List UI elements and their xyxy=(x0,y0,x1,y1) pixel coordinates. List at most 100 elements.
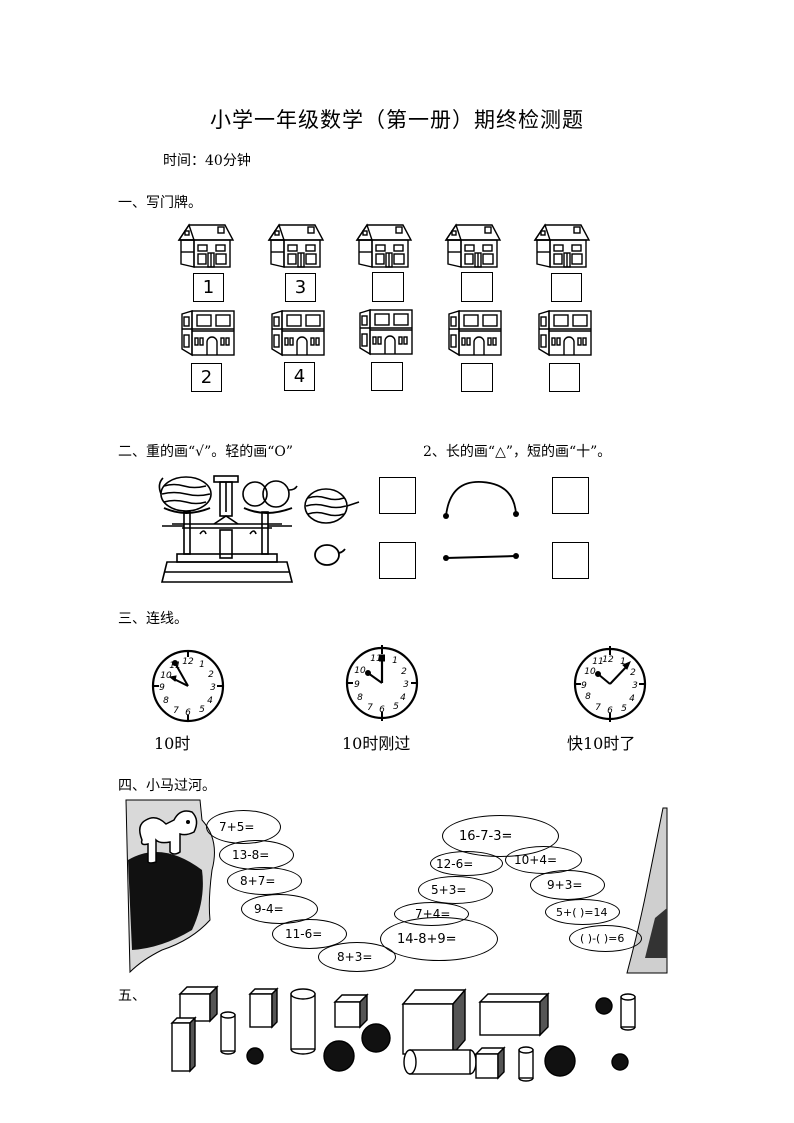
svg-text:5: 5 xyxy=(199,705,205,715)
door-number-box[interactable] xyxy=(461,272,493,302)
svg-text:7: 7 xyxy=(173,706,179,716)
svg-text:2: 2 xyxy=(401,667,407,677)
svg-text:1: 1 xyxy=(199,660,205,670)
sphere-icon xyxy=(323,1040,355,1072)
stepping-stone[interactable]: 5+( )=14 xyxy=(545,899,620,925)
stepping-stone[interactable]: 16-7-3= xyxy=(442,815,559,857)
svg-text:5: 5 xyxy=(393,702,399,712)
house-flat-icon xyxy=(448,310,502,357)
stepping-stone[interactable]: 8+3= xyxy=(318,942,396,972)
cylinder-icon xyxy=(620,993,636,1031)
door-number-box[interactable]: 1 xyxy=(193,273,224,302)
svg-text:3: 3 xyxy=(403,680,409,690)
stepping-stone[interactable]: 8+7= xyxy=(227,867,302,895)
sphere-icon xyxy=(611,1053,629,1071)
svg-text:2: 2 xyxy=(208,670,214,680)
svg-text:11: 11 xyxy=(370,654,381,664)
svg-text:11: 11 xyxy=(592,657,603,667)
house-gabled-icon xyxy=(177,223,235,268)
svg-text:1: 1 xyxy=(620,657,626,667)
door-number-box[interactable]: 4 xyxy=(284,362,315,391)
door-number-box[interactable]: 3 xyxy=(285,273,316,302)
section-3-heading: 三、连线。 xyxy=(118,611,188,627)
house-gabled-icon xyxy=(444,223,502,268)
stepping-stone[interactable]: 14-8+9= xyxy=(380,917,498,961)
svg-text:8: 8 xyxy=(163,696,169,706)
watermelon-icon xyxy=(304,488,360,524)
svg-text:11: 11 xyxy=(169,661,180,671)
clock-label-just-past-10[interactable]: 10时刚过 xyxy=(342,734,411,753)
door-number-box[interactable] xyxy=(372,272,404,302)
cylinder-icon xyxy=(403,1049,477,1075)
door-number-box[interactable] xyxy=(371,362,403,391)
stepping-stone[interactable]: 7+5= xyxy=(206,810,281,844)
svg-text:12: 12 xyxy=(182,657,194,667)
riverbank-with-pony-icon xyxy=(125,799,215,974)
svg-text:5: 5 xyxy=(621,704,627,714)
cube-icon xyxy=(333,993,369,1029)
stepping-stone[interactable]: 12-6= xyxy=(430,851,503,876)
door-number-box[interactable]: 2 xyxy=(191,363,222,392)
rectangular-prism-icon xyxy=(248,987,279,1029)
house-gabled-icon xyxy=(533,223,591,268)
section-2b-heading: 2、长的画“△”，短的画“十”。 xyxy=(423,444,612,460)
cylinder-icon xyxy=(220,1011,236,1055)
svg-text:4: 4 xyxy=(629,694,635,704)
svg-text:4: 4 xyxy=(400,693,406,703)
length-answer-box[interactable] xyxy=(552,542,589,579)
section-2-heading: 二、重的画“√”。轻的画“O” xyxy=(118,444,294,460)
house-flat-icon xyxy=(538,310,592,357)
cube-icon xyxy=(178,985,219,1023)
curved-line-icon xyxy=(443,481,519,519)
solid-shapes-illustration xyxy=(170,985,636,1082)
svg-text:7: 7 xyxy=(595,703,601,713)
svg-text:6: 6 xyxy=(607,706,613,716)
sphere-icon xyxy=(595,997,613,1015)
section-5-heading: 五、 xyxy=(118,988,146,1004)
svg-text:9: 9 xyxy=(354,680,360,690)
cube-icon xyxy=(401,988,467,1056)
weight-answer-box[interactable] xyxy=(379,542,416,579)
sphere-icon xyxy=(544,1045,576,1077)
svg-text:8: 8 xyxy=(585,692,591,702)
svg-text:10: 10 xyxy=(584,667,596,677)
svg-text:2: 2 xyxy=(630,668,636,678)
clock-label-almost-10[interactable]: 快10时了 xyxy=(567,734,636,753)
stepping-stone[interactable]: 11-6= xyxy=(272,919,347,949)
section-1-heading: 一、写门牌。 xyxy=(118,195,202,211)
balance-scale-icon xyxy=(158,475,298,583)
svg-text:1: 1 xyxy=(392,656,398,666)
stepping-stone[interactable]: 13-8= xyxy=(219,840,294,870)
svg-text:3: 3 xyxy=(210,683,216,693)
length-answer-box[interactable] xyxy=(552,477,589,514)
time-limit: 时间：40分钟 xyxy=(163,153,251,169)
clock-label-10[interactable]: 10时 xyxy=(154,734,191,753)
far-riverbank-icon xyxy=(626,807,668,974)
svg-text:9: 9 xyxy=(581,681,587,691)
rectangular-prism-icon xyxy=(478,992,550,1037)
weight-answer-box[interactable] xyxy=(379,477,416,514)
cylinder-icon xyxy=(518,1046,534,1082)
door-number-box[interactable] xyxy=(461,363,493,392)
svg-text:10: 10 xyxy=(160,671,172,681)
rectangular-prism-icon xyxy=(170,1016,197,1073)
svg-text:6: 6 xyxy=(379,705,385,715)
svg-text:8: 8 xyxy=(357,693,363,703)
stepping-stone[interactable]: 5+3= xyxy=(418,876,493,904)
svg-text:3: 3 xyxy=(632,681,638,691)
house-flat-icon xyxy=(271,310,325,357)
svg-text:7: 7 xyxy=(367,703,373,713)
door-number-box[interactable] xyxy=(549,363,580,392)
door-number-box[interactable] xyxy=(551,273,582,302)
straight-line-icon xyxy=(443,553,519,561)
stepping-stone[interactable]: 9+3= xyxy=(530,870,605,900)
cube-icon xyxy=(474,1046,506,1080)
stepping-stone[interactable]: ( )-( )=6 xyxy=(569,925,642,952)
svg-text:9: 9 xyxy=(159,683,165,693)
sphere-icon xyxy=(246,1047,264,1065)
svg-text:6: 6 xyxy=(185,708,191,718)
house-gabled-icon xyxy=(355,223,413,268)
